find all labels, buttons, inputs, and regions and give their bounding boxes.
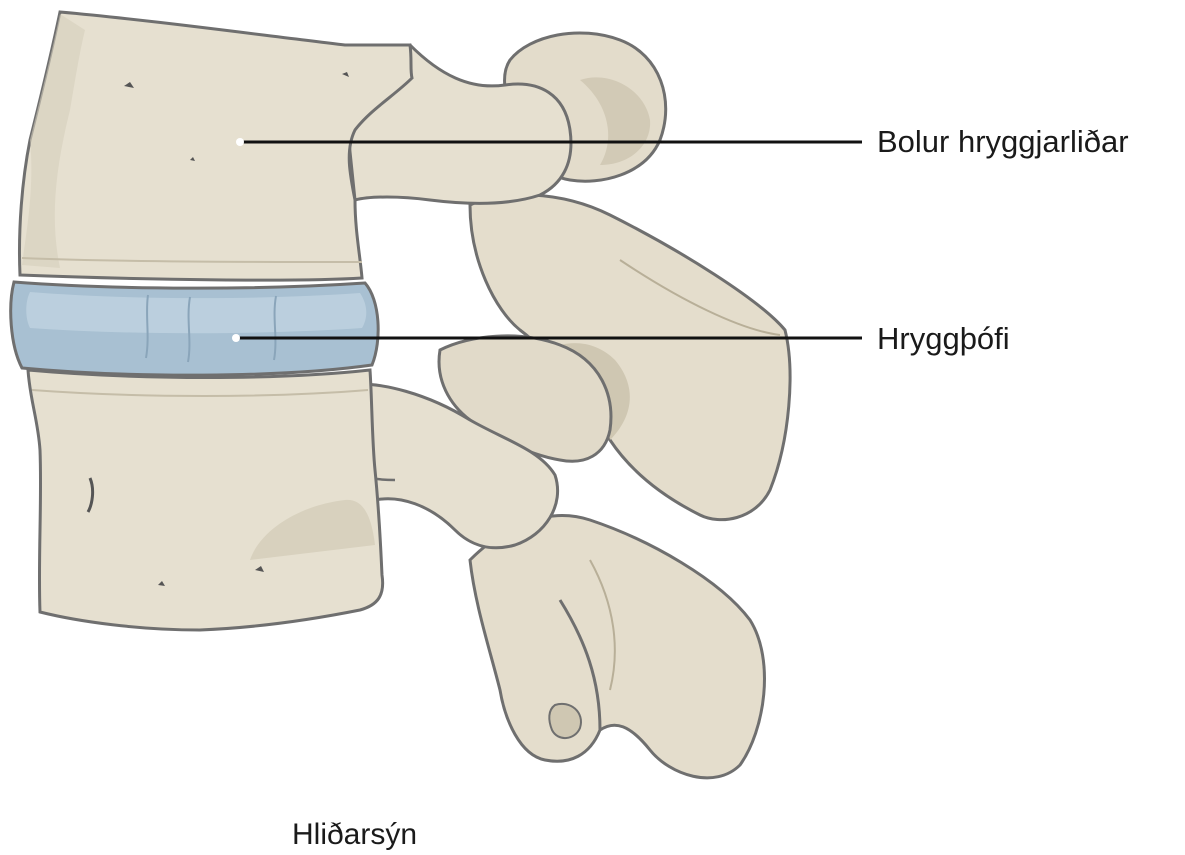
lower-spinous-process xyxy=(468,514,766,780)
foramen-mark xyxy=(342,72,349,77)
disc-fiber-line xyxy=(187,296,191,363)
foramen-mark xyxy=(190,157,195,161)
foramen-mark xyxy=(158,581,165,586)
disc-fiber-line xyxy=(145,294,149,359)
lower-process-foramen xyxy=(548,702,582,739)
label-vertebral-body: Bolur hryggjarliðar xyxy=(877,124,1129,159)
upper-body-shadow xyxy=(22,14,85,268)
lower-process-groove xyxy=(558,599,602,731)
foramen-mark xyxy=(124,82,134,88)
upper-vertebral-body xyxy=(17,10,414,282)
foramen-mark xyxy=(255,566,264,572)
lower-body-crease xyxy=(86,477,95,513)
caption-lateral-view: Hliðarsýn xyxy=(292,818,418,851)
label-intervertebral-disc: Hryggþófi xyxy=(877,321,1010,356)
pointer-dot-intervertebral-disc xyxy=(232,334,240,342)
lower-body-concavity xyxy=(250,499,375,560)
upper-body-endplate xyxy=(21,257,363,263)
lower-process-groove-2 xyxy=(589,559,616,691)
lower-pedicle xyxy=(343,382,560,550)
lower-body-endplate xyxy=(31,389,369,397)
pointer-dot-vertebral-body xyxy=(236,138,244,146)
disc-highlight xyxy=(26,292,367,334)
lower-vertebral-body xyxy=(26,368,385,632)
upper-process-crease xyxy=(619,259,781,336)
disc-fiber-line xyxy=(273,295,277,361)
